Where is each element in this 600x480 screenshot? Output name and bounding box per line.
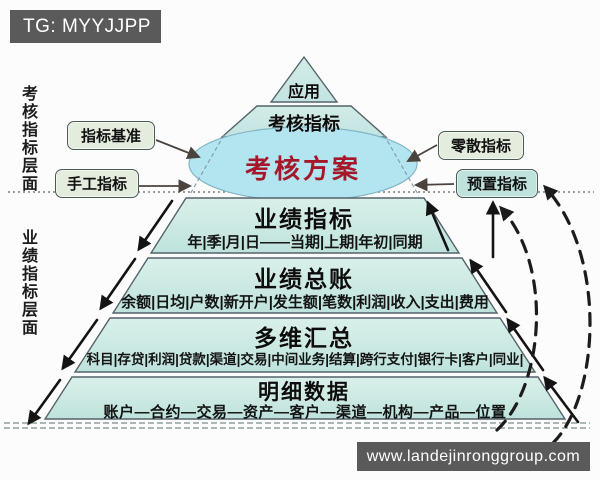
box-manual-indicators: 手工指标 <box>55 169 139 198</box>
left-slope-down-arrow-4 <box>27 378 62 426</box>
left-slope-down-arrow-2 <box>99 257 137 311</box>
right-slope-up-arrow-2 <box>469 258 508 314</box>
pyramid-level-title: 明细数据 <box>258 381 350 404</box>
pyramid-level-title: 业绩指标 <box>254 206 354 232</box>
pyramid-level-title: 多维汇总 <box>254 325 354 351</box>
right-slope-up-arrow-4 <box>543 375 580 424</box>
pyramid-level-title: 业绩总账 <box>254 266 354 292</box>
pyramid-level-items: 账户—合约—交易—资产—客户—渠道—机构—产品—位置 <box>103 404 507 421</box>
axis-label-performance-layer: 业绩指标层面 <box>19 229 36 337</box>
right-slope-up-arrow-1 <box>425 200 450 252</box>
box-indicator-benchmark: 指标基准 <box>67 121 155 150</box>
box-preset-indicators: 预置指标 <box>456 169 538 198</box>
level-detail-data-shape <box>43 376 567 420</box>
pyramid-level-items: 年|季|月|日——当期|上期|年初|同期 <box>187 234 423 251</box>
site-watermark: www.landejinronggroup.com <box>357 442 590 471</box>
axis-label-assessment-layer: 考核指标层面 <box>19 85 36 193</box>
level-performance-indicators-shape <box>149 197 461 254</box>
assessment-indicators-title: 考核指标 <box>268 114 340 134</box>
right-slope-up-arrow-3 <box>506 317 545 372</box>
ground-dashed-line <box>4 422 590 429</box>
level-multidim-summary-shape <box>73 317 537 373</box>
cone-slope-dashed-lines <box>188 134 420 197</box>
arrow-scattered-to-plan <box>406 144 438 162</box>
pyramid-level-items: 余额|日均|户数|新开户|发生额|笔数|利润|收入|支出|费用 <box>121 294 489 311</box>
apex-application-shape <box>269 55 339 103</box>
arrow-benchmark-to-plan <box>155 139 201 160</box>
arrow-preset-to-plan <box>413 177 455 192</box>
left-slope-down-arrow-1 <box>137 199 174 252</box>
apex-title: 应用 <box>287 84 320 101</box>
level-performance-ledger-shape <box>111 257 499 314</box>
assessment-plan-title: 考核方案 <box>244 154 361 184</box>
left-slope-down-arrow-3 <box>61 318 99 371</box>
box-scattered-indicators: 零散指标 <box>438 131 524 160</box>
feedback-arc-outer <box>543 184 592 445</box>
feedback-arc-inner <box>495 205 539 432</box>
pyramid-level-items: 科目|存贷|利润|贷款|渠道|交易|中间业务|结算|跨行支付|银行卡|客户|同业… <box>86 352 524 367</box>
tg-watermark: TG: MYYJJPP <box>10 10 161 43</box>
